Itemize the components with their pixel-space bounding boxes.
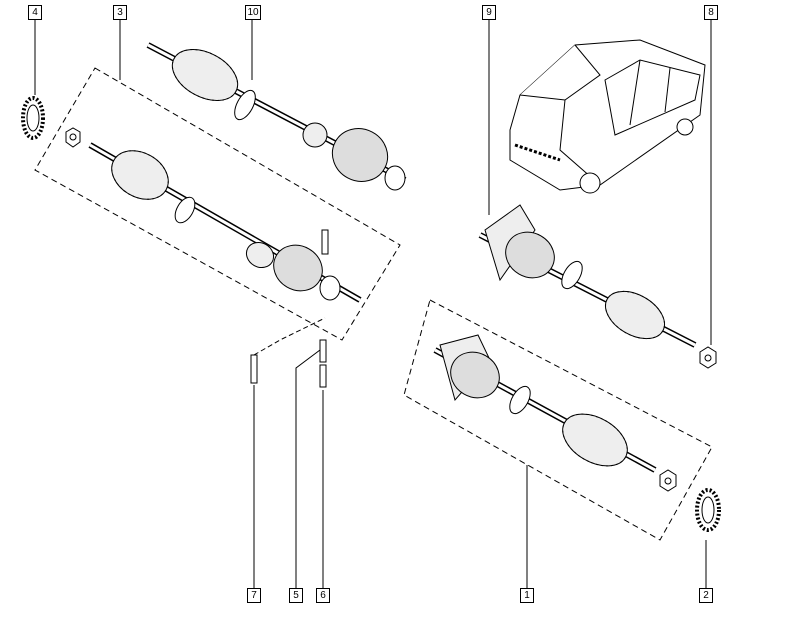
drive-shaft-part-10 [146, 42, 407, 191]
roll-pin-part-6 [319, 364, 327, 388]
callout-9[interactable]: 9 [482, 5, 496, 20]
callout-8[interactable]: 8 [704, 5, 718, 20]
callout-4[interactable]: 4 [28, 5, 42, 20]
vehicle-illustration [509, 39, 706, 194]
drive-shaft-part-1 [433, 334, 657, 473]
callout-6[interactable]: 6 [316, 588, 330, 603]
leader-line-5 [295, 349, 321, 588]
roll-pin-part-7 [250, 354, 258, 384]
abs-ring-part-2 [695, 488, 721, 532]
callout-5[interactable]: 5 [289, 588, 303, 603]
drive-shaft-part-9 [478, 204, 697, 348]
callout-7[interactable]: 7 [247, 588, 261, 603]
callout-1[interactable]: 1 [520, 588, 534, 603]
roll-pin-part-5 [319, 339, 327, 363]
pin-leader-line [253, 317, 326, 356]
drive-shaft-part-3 [88, 142, 362, 303]
assembly-1-outline [403, 299, 713, 541]
nut-part-left [65, 127, 81, 148]
assembly-3-outline [34, 67, 401, 341]
roll-pin-upper [321, 229, 329, 255]
nut-part-8 [699, 346, 717, 369]
callout-3[interactable]: 3 [113, 5, 127, 20]
abs-ring-part-4 [21, 96, 45, 140]
callout-2[interactable]: 2 [699, 588, 713, 603]
nut-part-right [659, 469, 677, 492]
callout-10[interactable]: 10 [245, 5, 261, 20]
